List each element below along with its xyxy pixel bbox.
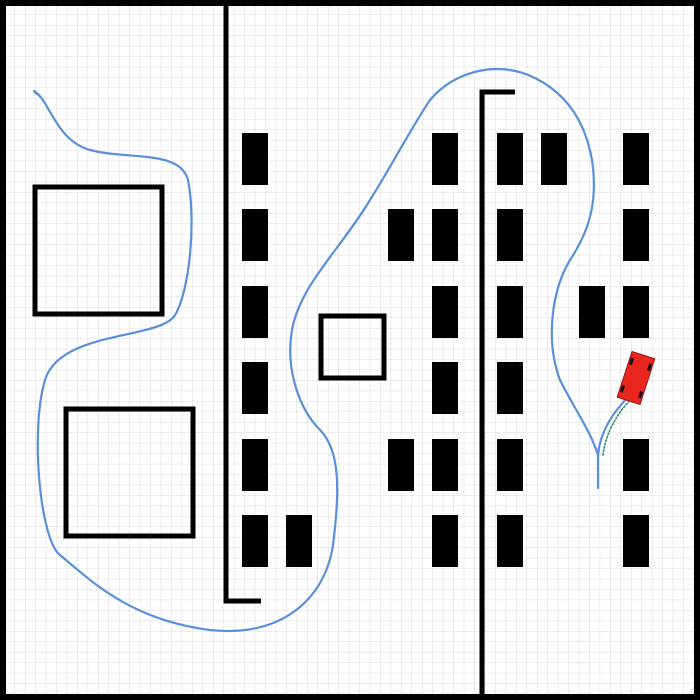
wall-left-vertical [223,4,261,604]
obstacle [579,286,605,338]
obstacle [286,515,312,567]
obstacle [388,209,414,261]
obstacle [623,439,649,491]
vehicle-wheel [619,385,625,393]
obstacle [541,133,567,185]
room-center [318,313,387,381]
obstacle [432,286,458,338]
obstacle [242,133,268,185]
obstacle [242,209,268,261]
wall-center-vertical [479,89,515,696]
room-bottom-left [63,406,196,539]
obstacle [242,515,268,567]
grid-background [4,4,696,696]
obstacle [432,209,458,261]
obstacle [623,515,649,567]
car-icon[interactable] [616,350,656,406]
obstacle [623,209,649,261]
obstacle [242,286,268,338]
obstacle [432,515,458,567]
room-top-left [32,184,165,317]
parked-obstacles [242,133,649,567]
obstacle [623,286,649,338]
vehicle-wheel [638,390,644,399]
planned-path [32,67,600,633]
obstacle [432,362,458,414]
obstacle [497,362,523,414]
obstacle [432,439,458,491]
vehicle-body [616,350,656,406]
obstacle [497,133,523,185]
obstacle [497,209,523,261]
walls [32,4,515,696]
obstacle [497,439,523,491]
obstacle [497,515,523,567]
obstacle [388,439,414,491]
vehicle-wheel [628,357,634,366]
obstacle [432,133,458,185]
obstacle [623,133,649,185]
vehicle-wheel [647,363,653,371]
obstacle [242,439,268,491]
obstacle [497,286,523,338]
obstacle [242,362,268,414]
